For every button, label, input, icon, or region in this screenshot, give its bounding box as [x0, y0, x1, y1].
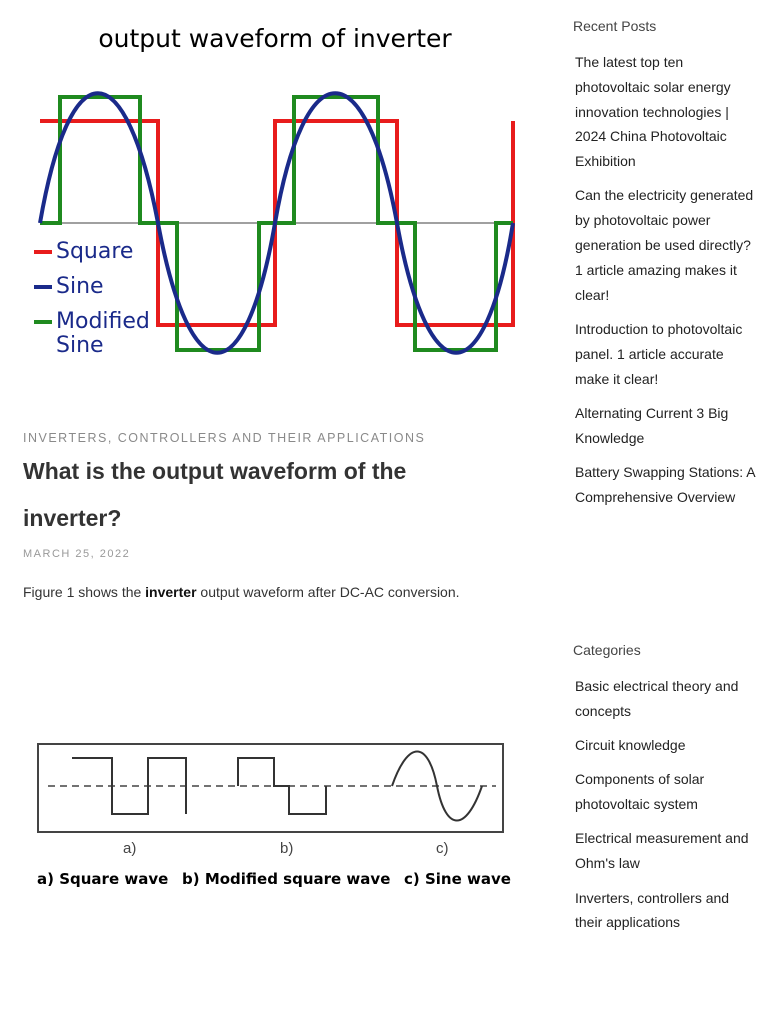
legend-item-square: Square [34, 234, 150, 269]
recent-posts-heading: Recent Posts [573, 18, 657, 34]
legend-swatch-sine [34, 284, 52, 289]
post-category-link[interactable]: INVERTERS, CONTROLLERS AND THEIR APPLICA… [23, 431, 426, 445]
figure-letter-c: c) [436, 840, 449, 857]
figure-letter-b: b) [280, 840, 294, 857]
legend-swatch-modified [34, 319, 52, 324]
recent-post-link[interactable]: Alternating Current 3 Big Knowledge [575, 404, 729, 446]
figure-letter-a: a) [123, 840, 137, 857]
legend-label: Square [56, 239, 134, 264]
category-link[interactable]: Circuit knowledge [575, 737, 686, 754]
waveform-types-figure [37, 743, 504, 833]
figure-frame [37, 743, 504, 833]
recent-post-link[interactable]: The latest top ten photovoltaic solar en… [575, 54, 731, 170]
modified-square-wave-diagram [237, 757, 327, 815]
categories-list: Basic electrical theory and concepts Cir… [575, 674, 760, 945]
recent-post-link[interactable]: Battery Swapping Stations: A Comprehensi… [575, 463, 755, 505]
post-title: What is the output waveform of the inver… [23, 458, 407, 531]
recent-post-link[interactable]: Introduction to photovoltaic panel. 1 ar… [575, 320, 743, 387]
figure-caption-b: b) Modified square wave [182, 870, 391, 888]
figure-caption-a: a) Square wave [37, 870, 169, 888]
legend-item-modified: Modified [34, 304, 150, 339]
post-body-text: Figure 1 shows the inverter output wavef… [23, 584, 460, 600]
legend-label: Modified [56, 309, 150, 334]
sine-wave [38, 91, 515, 355]
category-link[interactable]: Inverters, controllers and their applica… [575, 889, 730, 931]
square-wave-diagram [72, 757, 187, 815]
legend-item-sine: Sine [34, 269, 150, 304]
figure-legend: Square Sine Modified Sine [34, 234, 150, 358]
categories-heading: Categories [573, 642, 641, 658]
sine-wave-diagram [391, 750, 483, 822]
category-link[interactable]: Electrical measurement and Ohm's law [575, 830, 749, 872]
legend-label-continued: Sine [56, 333, 104, 358]
category-link[interactable]: Components of solar photovoltaic system [575, 771, 705, 813]
square-wave [40, 119, 515, 327]
body-keyword: inverter [145, 584, 197, 600]
legend-swatch-square [34, 249, 52, 254]
article-main: output waveform of inverter Square Sine … [23, 24, 515, 888]
waveform-figure [38, 91, 515, 355]
recent-posts-list: The latest top ten photovoltaic solar en… [575, 50, 760, 519]
figure-caption-c: c) Sine wave [404, 870, 511, 888]
recent-post-link[interactable]: Can the electricity generated by photovo… [575, 187, 754, 303]
figure-title: output waveform of inverter [98, 24, 452, 53]
body-text-start: Figure 1 shows the [23, 584, 146, 600]
category-link[interactable]: Basic electrical theory and concepts [575, 678, 739, 719]
post-date: MARCH 25, 2022 [23, 548, 131, 560]
body-text-end: output waveform after DC-AC conversion. [196, 584, 460, 600]
legend-label: Sine [56, 274, 104, 299]
